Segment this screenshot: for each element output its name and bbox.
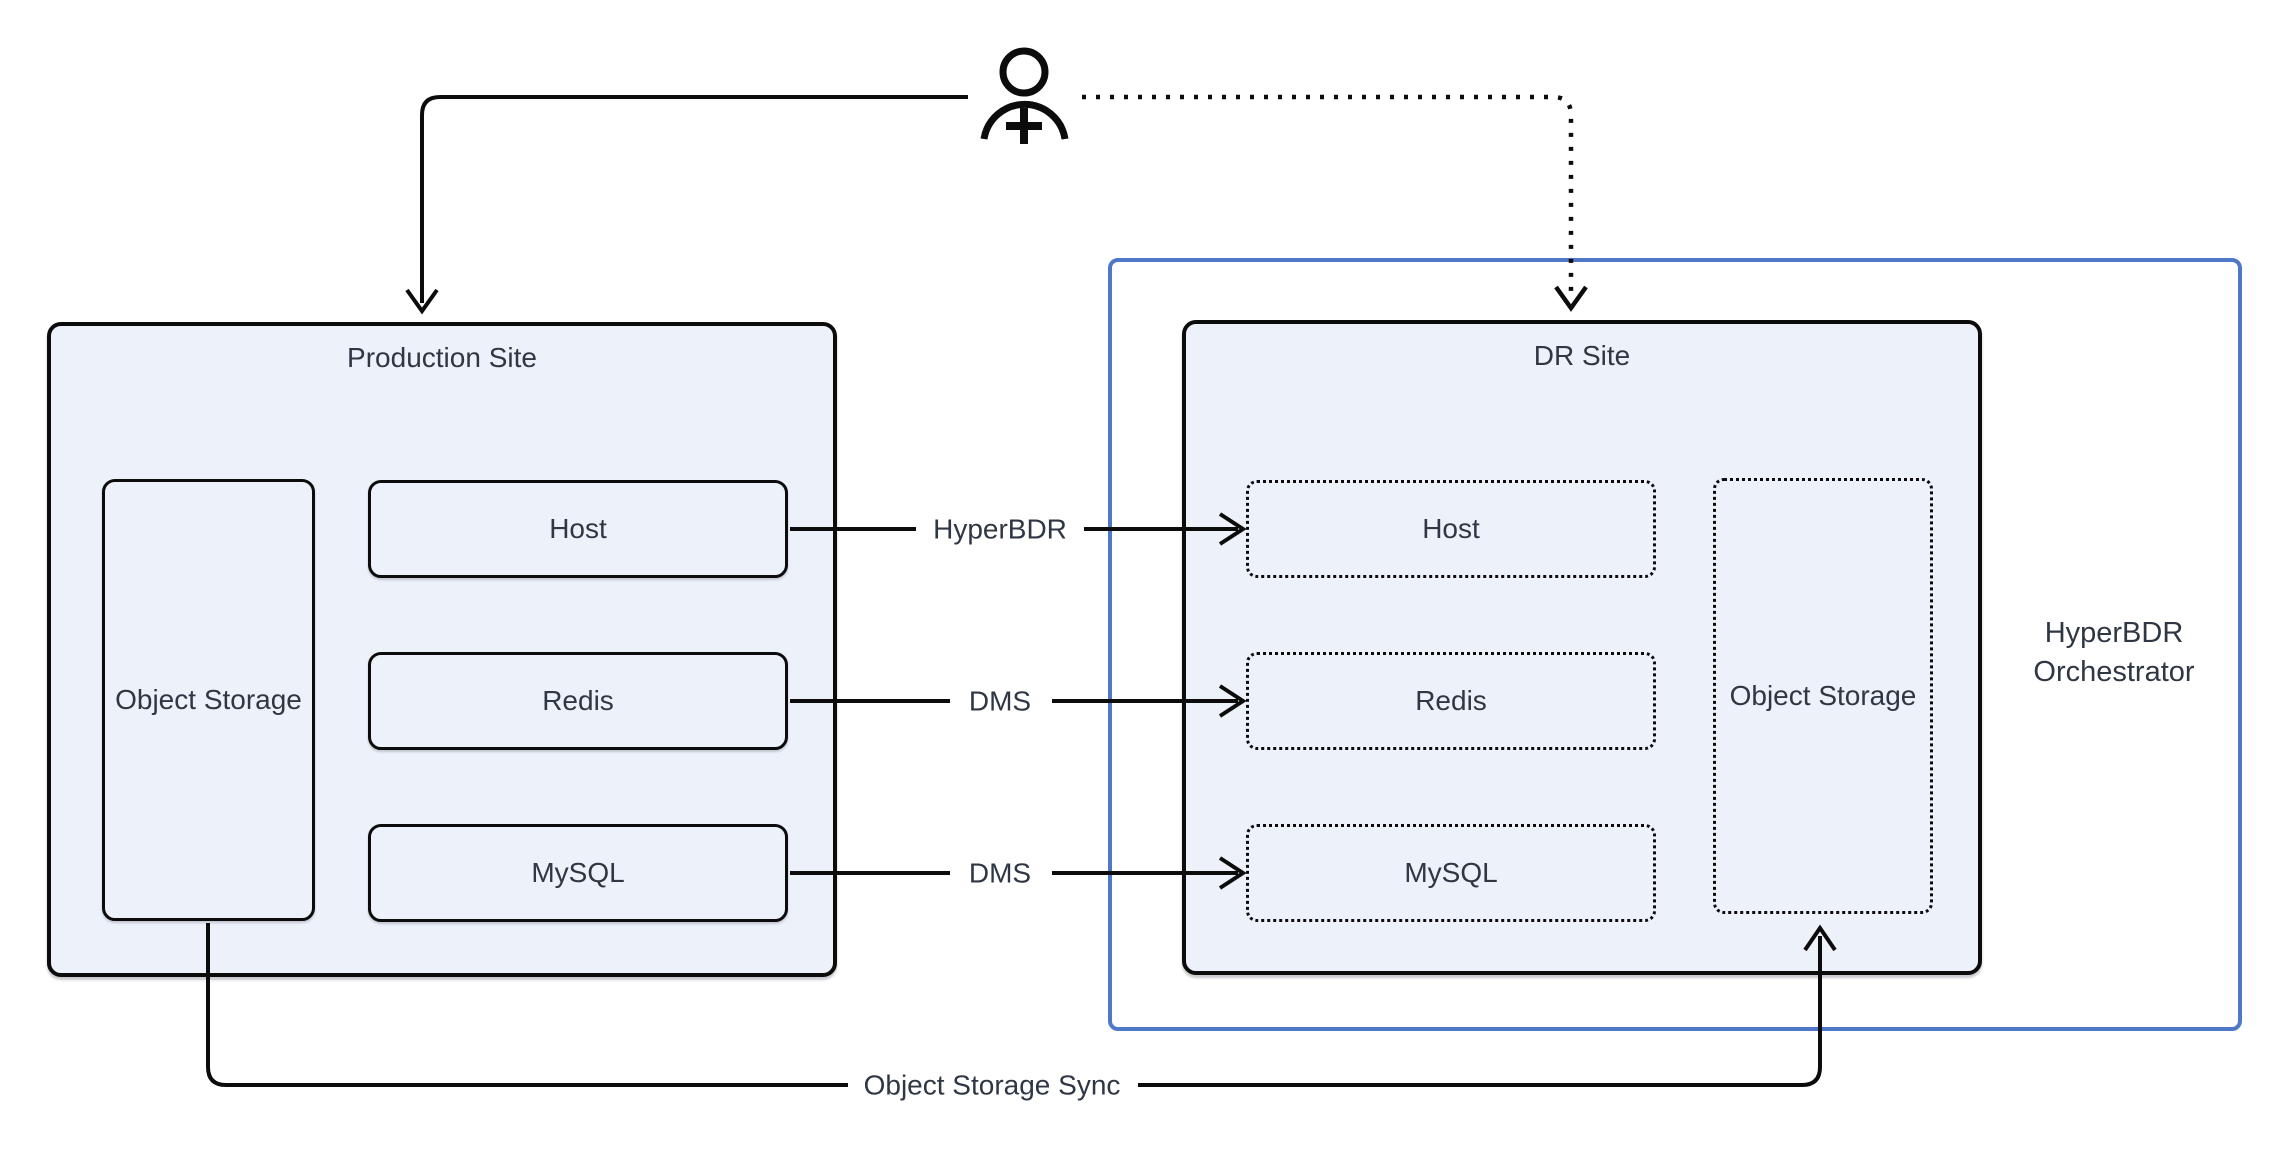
orchestrator-label-line2: Orchestrator [2033, 656, 2195, 688]
dr-redis-label: Redis [1415, 685, 1487, 716]
production-site-title: Production Site [347, 342, 537, 373]
production-object-storage-label: Object Storage [115, 684, 302, 715]
orchestrator-label: HyperBDR Orchestrator [1982, 614, 2246, 692]
dr-site-title: DR Site [1533, 340, 1631, 371]
user-plus-icon [980, 47, 1069, 144]
production-host-label: Host [549, 513, 607, 544]
production-mysql-box: MySQL [368, 824, 788, 922]
dr-redis-box: Redis [1246, 652, 1656, 750]
production-site-box: Production Site Object Storage Host Redi… [47, 322, 837, 977]
redis-arrow-label: DMS [969, 686, 1031, 717]
production-redis-box: Redis [368, 652, 788, 750]
dr-object-storage-box: Object Storage [1713, 478, 1933, 914]
dr-host-label: Host [1422, 513, 1480, 544]
mysql-arrow-label: DMS [969, 858, 1031, 889]
dr-mysql-box: MySQL [1246, 824, 1656, 922]
production-mysql-label: MySQL [531, 857, 625, 888]
orchestrator-label-line1: HyperBDR [2044, 617, 2184, 649]
dr-object-storage-label: Object Storage [1729, 680, 1917, 711]
dr-host-box: Host [1246, 480, 1656, 578]
production-redis-label: Redis [542, 685, 614, 716]
user-to-production-arrow [405, 95, 968, 315]
dr-mysql-label: MySQL [1404, 857, 1498, 888]
dr-site-box: DR Site Host Redis MySQL Object Storage [1182, 320, 1982, 975]
production-host-box: Host [368, 480, 788, 578]
object-storage-sync-label: Object Storage Sync [864, 1070, 1121, 1101]
production-object-storage-box: Object Storage [102, 479, 315, 921]
host-arrow-label: HyperBDR [933, 514, 1067, 545]
